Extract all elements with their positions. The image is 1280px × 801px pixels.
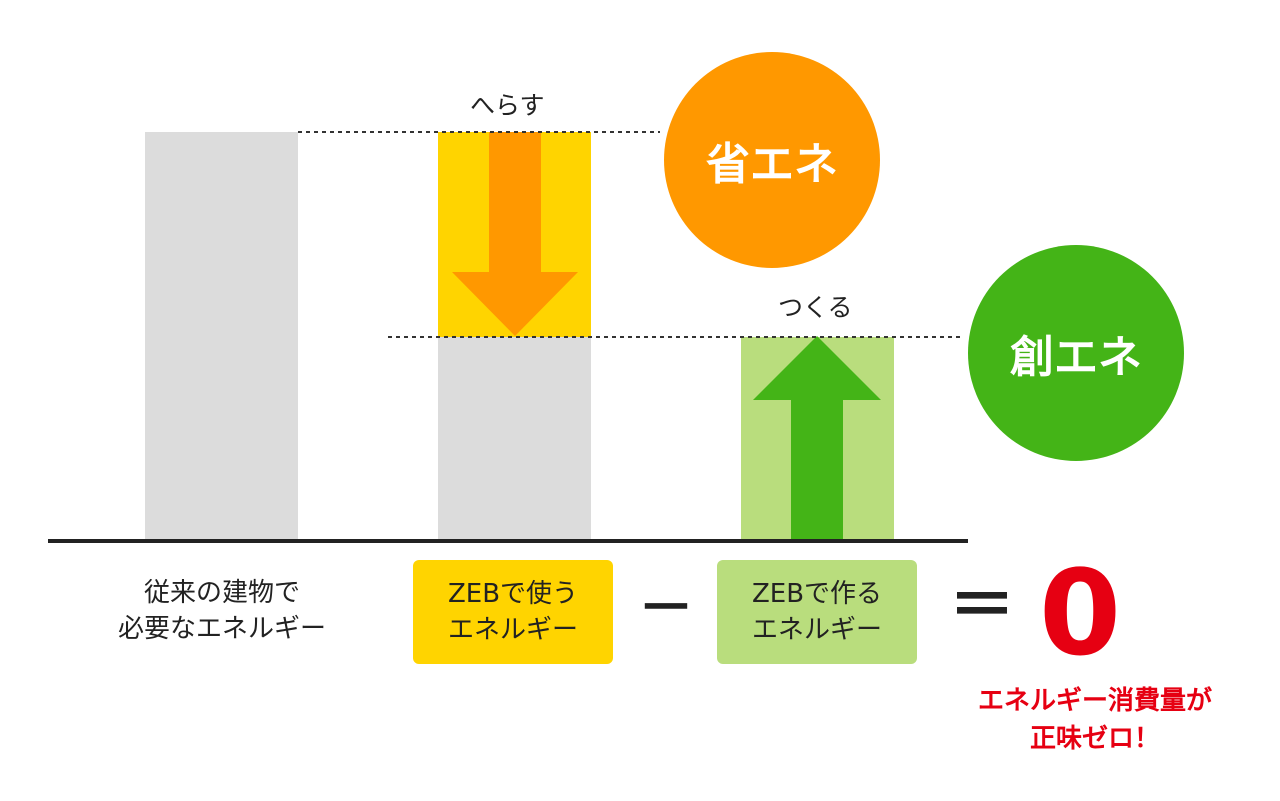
energy-creating-label: 創エネ	[1010, 332, 1142, 383]
minus-operator: －	[638, 576, 694, 641]
zeb-create-label-box: ZEBで作る エネルギー	[717, 560, 917, 664]
conventional-caption-line2: 必要なエネルギー	[117, 614, 326, 644]
zeb-used-energy-bar	[438, 337, 591, 540]
energy-creating-circle: 創エネ	[968, 245, 1184, 461]
zeb-create-line2: エネルギー	[751, 615, 882, 645]
conventional-caption: 従来の建物で 必要なエネルギー	[72, 575, 372, 647]
zeb-create-line1: ZEBで作る	[751, 579, 883, 609]
result-caption-line1: エネルギー消費量が	[977, 686, 1212, 716]
zeb-use-line2: エネルギー	[447, 615, 578, 645]
energy-saving-circle: 省エネ	[664, 52, 880, 268]
result-caption: エネルギー消費量が 正味ゼロ！	[950, 682, 1240, 758]
zeb-use-label-box: ZEBで使う エネルギー	[413, 560, 613, 664]
create-arrow	[753, 336, 881, 540]
result-caption-line2: 正味ゼロ！	[1029, 724, 1160, 754]
reduce-arrow	[452, 132, 578, 336]
reduce-label: へらす	[470, 91, 545, 120]
zero-value: 0	[1038, 544, 1122, 682]
create-label: つくる	[778, 293, 853, 322]
energy-saving-label: 省エネ	[706, 139, 838, 190]
conventional-caption-line1: 従来の建物で	[143, 578, 300, 608]
zeb-use-line1: ZEBで使う	[447, 579, 579, 609]
equals-operator: ＝	[949, 567, 1015, 644]
conventional-energy-bar	[145, 132, 298, 540]
